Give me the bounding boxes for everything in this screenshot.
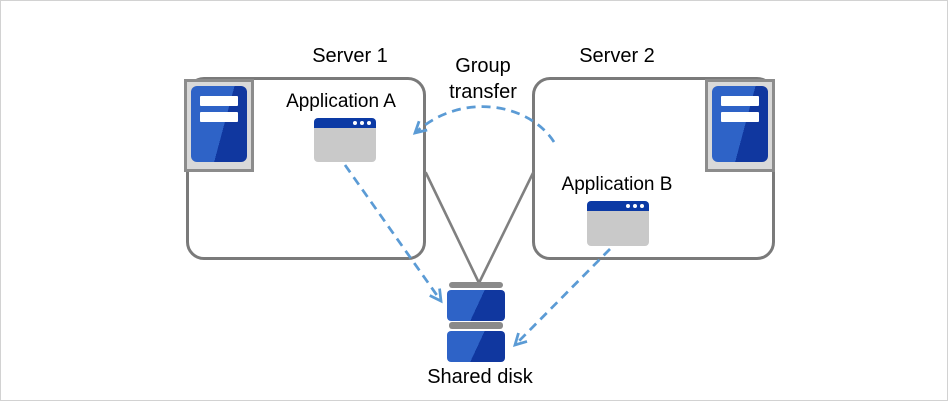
app-b-to-disk-arrow (512, 248, 611, 348)
tower-slot (200, 96, 238, 106)
shared-disk-icon (447, 290, 505, 321)
app-window-body (314, 128, 376, 162)
server2-label: Server 2 (579, 45, 655, 67)
app-a-label: Application A (286, 91, 396, 112)
shared-disk-label: Shared disk (427, 366, 533, 388)
tower-slot (721, 96, 759, 106)
app-b-label: Application B (561, 174, 673, 195)
app-window-titlebar (587, 201, 649, 211)
window-dots-icon (353, 121, 371, 125)
server1-tower-icon (184, 79, 254, 172)
server1-to-disk-line (424, 171, 481, 285)
group-transfer-line2: transfer (449, 81, 517, 103)
window-dots-icon (626, 204, 644, 208)
server-tower-body (191, 86, 247, 162)
app-window-titlebar (314, 118, 376, 128)
shared-disk-icon (449, 322, 503, 329)
app-a-window-icon (314, 118, 376, 162)
app-window-body (587, 211, 649, 246)
server2-to-disk-line (477, 171, 535, 285)
server1-label: Server 1 (312, 45, 388, 67)
app-b-window-icon (587, 201, 649, 246)
group-transfer-label: Group transfer (449, 53, 517, 105)
group-transfer-line1: Group (455, 55, 511, 77)
tower-slot (721, 112, 759, 122)
tower-slot (200, 112, 238, 122)
server2-tower-icon (705, 79, 775, 172)
server-tower-body (712, 86, 768, 162)
shared-disk-icon (447, 331, 505, 362)
shared-disk-icon (449, 282, 503, 288)
